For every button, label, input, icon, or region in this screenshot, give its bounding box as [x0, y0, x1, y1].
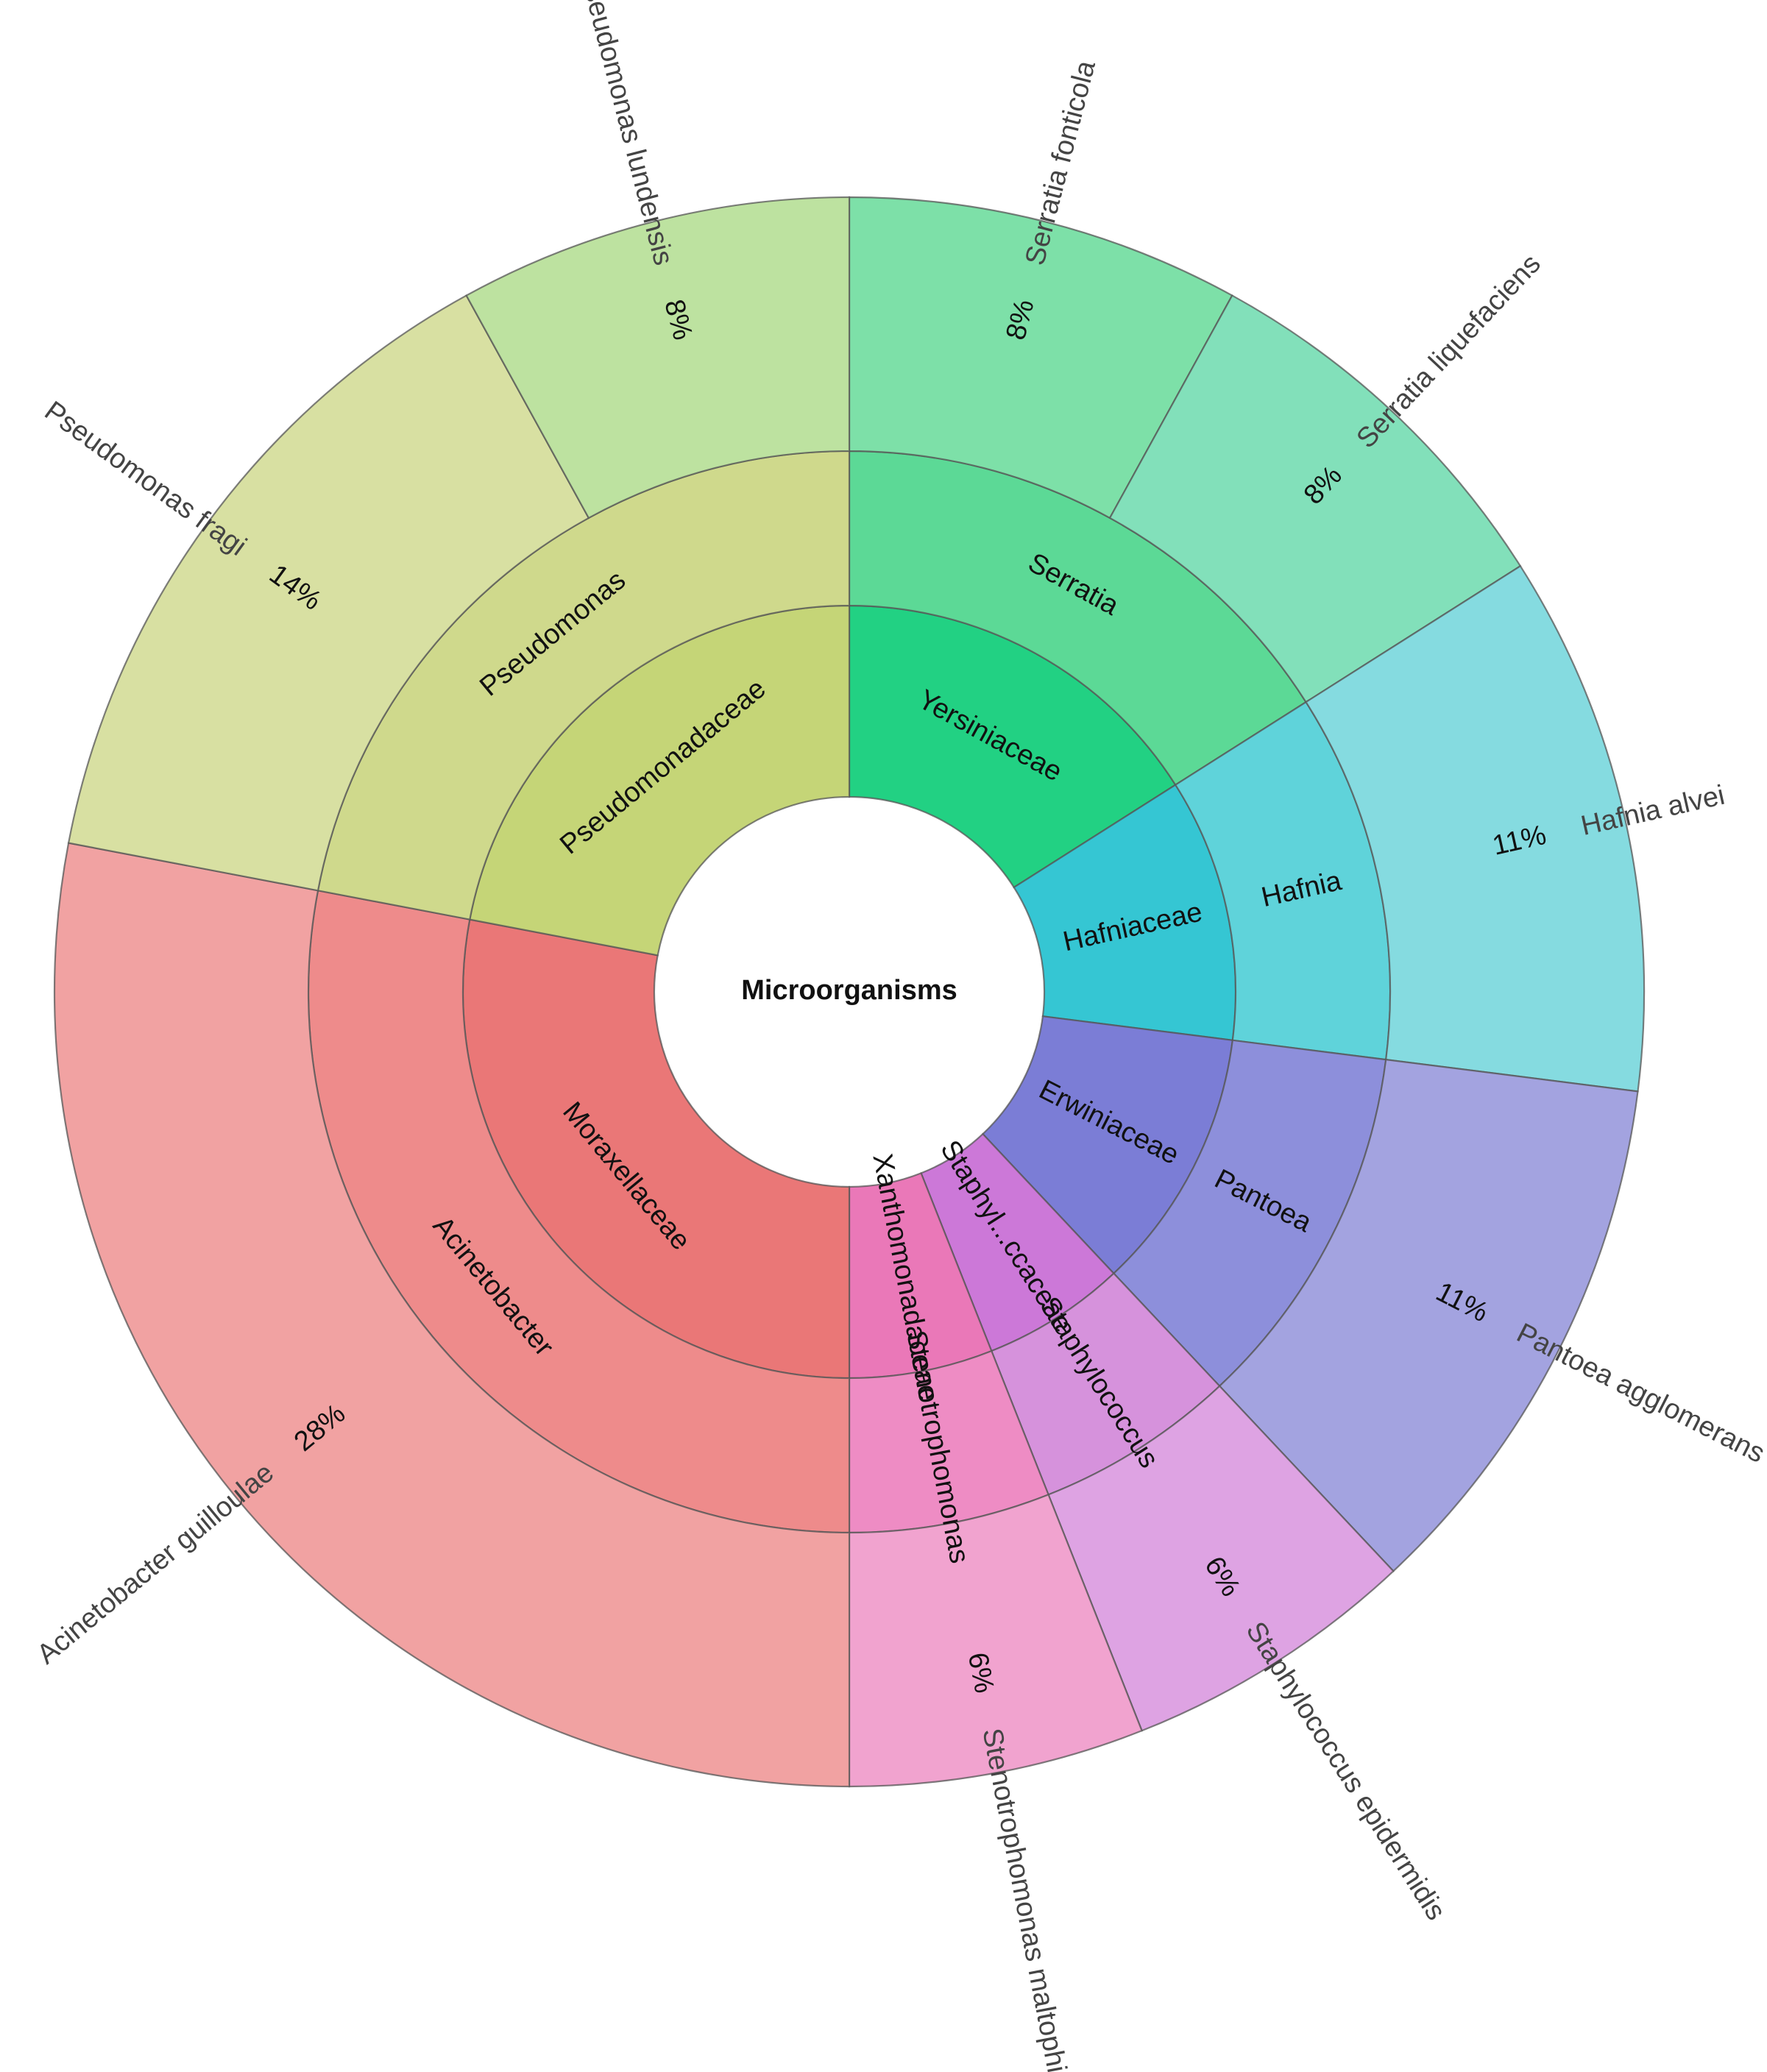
species-label-acinetobacter-guilloulae: Acinetobacter guilloulae	[32, 1457, 280, 1670]
species-segment-pantoea-agglomerans	[1218, 1058, 1639, 1572]
species-segment-pseudomonas-lundensis	[465, 196, 851, 519]
species-label-pseudomonas-fragi: Pseudomonas fragi	[39, 395, 252, 561]
species-label-serratia-liquefaciens: Serratia liquefaciens	[1350, 249, 1546, 455]
species-label-stenotrophomonas-maltophilia: Stenotrophomonas maltophilia	[976, 1726, 1077, 2072]
species-label-pantoea-agglomerans: Pantoea agglomerans	[1512, 1318, 1767, 1469]
species-label-pseudomonas-lundensis: Pseudomonas lundensis	[573, 0, 679, 269]
species-pct-stenotrophomonas-maltophilia: 6%	[962, 1650, 1000, 1696]
species-segment-hafnia-alvei	[1305, 564, 1646, 1093]
species-label-staphylococcus-epidermidis: Staphylococcus epidermidis	[1239, 1617, 1451, 1926]
species-segment-pseudomonas-fragi	[67, 294, 590, 892]
center-label: Microorganisms	[741, 975, 957, 1006]
species-segment-acinetobacter-guilloulae	[53, 842, 851, 1788]
